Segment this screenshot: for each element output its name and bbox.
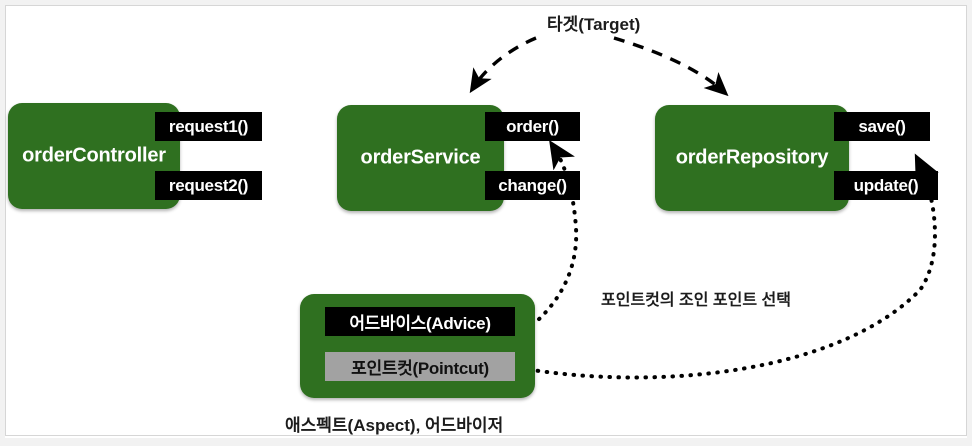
method-chip-order[interactable]: order() xyxy=(485,112,580,141)
frame-bottom-strip xyxy=(0,438,972,446)
method-chip-request1[interactable]: request1() xyxy=(155,112,262,141)
method-chip-request2[interactable]: request2() xyxy=(155,171,262,200)
node-order-service[interactable]: orderService xyxy=(337,105,504,211)
method-chip-change[interactable]: change() xyxy=(485,171,580,200)
node-order-service-label: orderService xyxy=(360,146,481,169)
aspect-pointcut-chip[interactable]: 포인트컷(Pointcut) xyxy=(325,352,515,381)
node-order-controller-label: orderController xyxy=(22,144,166,167)
method-chip-save[interactable]: save() xyxy=(834,112,930,141)
connector-target-to-order-service xyxy=(469,36,537,94)
aspect-caption-label: 애스펙트(Aspect), 어드바이저 xyxy=(285,416,504,435)
method-chip-update[interactable]: update() xyxy=(834,171,938,200)
frame-right-strip xyxy=(967,0,972,446)
frame-top-strip xyxy=(0,0,972,5)
connector-target-to-order-repository xyxy=(613,36,729,97)
node-order-controller[interactable]: orderController xyxy=(8,103,180,209)
frame-left-strip xyxy=(0,0,5,446)
node-order-repository[interactable]: orderRepository xyxy=(655,105,849,211)
target-title-label: 타겟(Target) xyxy=(547,15,641,34)
pointcut-note-label: 포인트컷의 조인 포인트 선택 xyxy=(601,292,791,309)
aspect-advice-chip[interactable]: 어드바이스(Advice) xyxy=(325,307,515,336)
node-order-repository-label: orderRepository xyxy=(675,146,829,169)
